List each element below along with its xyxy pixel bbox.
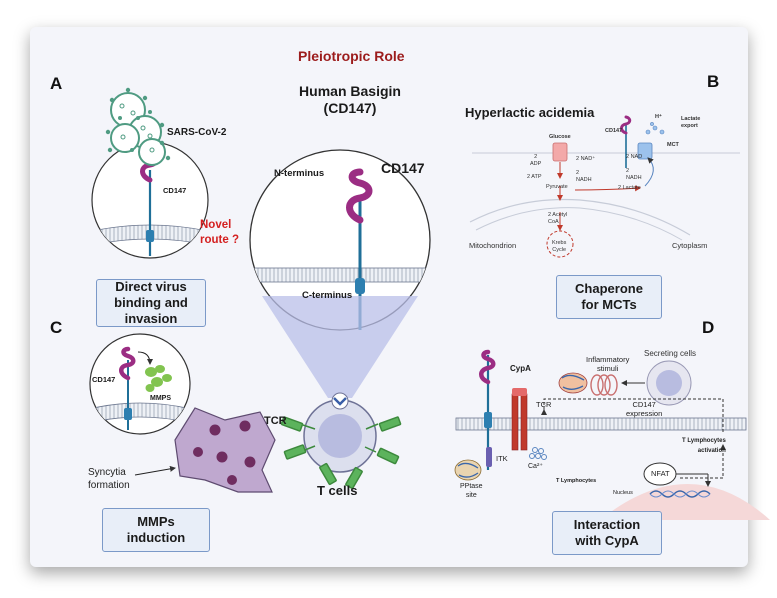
virus-cluster-icon bbox=[105, 87, 171, 166]
mmps-label: MMPS bbox=[150, 395, 171, 402]
t-activation-label: T Lymphocytes activation bbox=[682, 438, 726, 454]
t-cell-icon bbox=[280, 392, 402, 490]
nad-plus-label: 2 NAD⁺ bbox=[576, 156, 596, 162]
cypa-label: CypA bbox=[510, 364, 531, 373]
mct-transporter-icon bbox=[637, 142, 653, 160]
cytoplasm-label: Cytoplasm bbox=[672, 241, 708, 250]
cd147-protein-icon bbox=[346, 168, 373, 224]
figure-title: Pleiotropic Role bbox=[298, 48, 405, 64]
glucose-label: Glucose bbox=[549, 134, 571, 140]
syncytia-arrow bbox=[134, 465, 176, 476]
itk-icon bbox=[486, 447, 492, 467]
krebs-cycle-icon bbox=[546, 230, 574, 258]
inflammatory-stimuli-icon bbox=[590, 374, 618, 396]
tcr-receptor-icon bbox=[511, 393, 519, 451]
mitochondrion-label: Mitochondrion bbox=[469, 241, 517, 250]
secreting-cells-label: Secreting cells bbox=[644, 349, 697, 358]
atp-label: 2 ATP bbox=[527, 174, 542, 180]
cd147-protein-icon bbox=[119, 346, 136, 381]
h-plus-label: H⁺ bbox=[655, 114, 662, 120]
pptase-protein-icon bbox=[454, 459, 482, 481]
nadh2-label: 2 NADH bbox=[626, 168, 642, 181]
calcium-label: Ca²⁺ bbox=[528, 463, 543, 470]
chaperone-box: Chaperone for MCTs bbox=[556, 275, 662, 319]
t-lymphocytes-label: T Lymphocytes bbox=[556, 478, 597, 484]
syncytia-blob-icon bbox=[174, 407, 276, 493]
tcr-label: TCR bbox=[264, 415, 287, 427]
lactate-export-label: Lactate export bbox=[681, 116, 701, 129]
panel-b-cd147-label: CD147 bbox=[605, 128, 623, 134]
novel-route-label: Novel route ? bbox=[200, 219, 239, 246]
glucose-transporter-icon bbox=[552, 142, 568, 162]
panel-c-cell bbox=[89, 333, 191, 435]
panel-d-tcr-label: TCR bbox=[536, 400, 552, 409]
calcium-icon bbox=[529, 447, 547, 460]
hyperlactic-heading: Hyperlactic acidemia bbox=[465, 105, 595, 120]
syncytia-label: Syncytia formation bbox=[88, 467, 130, 491]
pptase-label: PPtase site bbox=[460, 483, 483, 499]
itk-label: ITK bbox=[496, 454, 508, 463]
dna-icon bbox=[649, 490, 711, 498]
center-protein-label: CD147 bbox=[381, 160, 425, 176]
cd147-protein-icon bbox=[620, 115, 632, 135]
lactate-label: 2 Lactate bbox=[618, 185, 641, 191]
adp-label: 2 ADP bbox=[530, 154, 542, 167]
mct-label: MCT bbox=[667, 142, 679, 148]
zoom-cone bbox=[262, 296, 418, 398]
nfat-label: NFAT bbox=[651, 469, 670, 478]
panel-letter-b: B bbox=[707, 72, 720, 91]
panel-letter-d: D bbox=[702, 318, 715, 337]
panel-a-cd147-label: CD147 bbox=[163, 186, 187, 195]
n-terminus-label: N-terminus bbox=[274, 168, 325, 179]
center-heading: Human Basigin (CD147) bbox=[299, 83, 401, 116]
virus-invasion-box: Direct virus binding and invasion bbox=[96, 279, 206, 327]
pyruvate-label: Pyruvate bbox=[546, 184, 568, 190]
krebs-label: Krebs Cycle bbox=[552, 240, 567, 253]
c-terminus-label: C-terminus bbox=[302, 290, 353, 301]
mmp-induction-box: MMPs induction bbox=[102, 508, 210, 552]
cypa-protein-icon bbox=[558, 372, 588, 394]
panel-c-cd147-label: CD147 bbox=[92, 375, 116, 384]
inflammatory-label: Inflammatory stimuli bbox=[586, 355, 630, 373]
t-cells-label: T cells bbox=[317, 483, 358, 498]
nad2-label: 2 NAD bbox=[626, 154, 643, 160]
nucleus-label: Nucleus bbox=[613, 490, 633, 496]
nadh-label: 2 NADH bbox=[576, 170, 592, 183]
acetyl-coa-label: 2 Acetyl CoA bbox=[548, 212, 568, 225]
panel-a-cell bbox=[91, 141, 209, 259]
cypa-interaction-box: Interaction with CypA bbox=[552, 511, 662, 555]
cd147-protein-icon bbox=[479, 349, 496, 385]
panel-letter-c: C bbox=[50, 318, 63, 337]
panel-letter-a: A bbox=[50, 74, 63, 93]
mmp-icon bbox=[145, 365, 172, 392]
panel-b-diagram bbox=[469, 115, 740, 258]
virus-label: SARS-CoV-2 bbox=[167, 127, 227, 138]
syncytia-nuclei-icon bbox=[193, 420, 256, 485]
center-cell bbox=[249, 149, 431, 331]
cd147-expression-label: CD147 expression bbox=[626, 400, 663, 418]
